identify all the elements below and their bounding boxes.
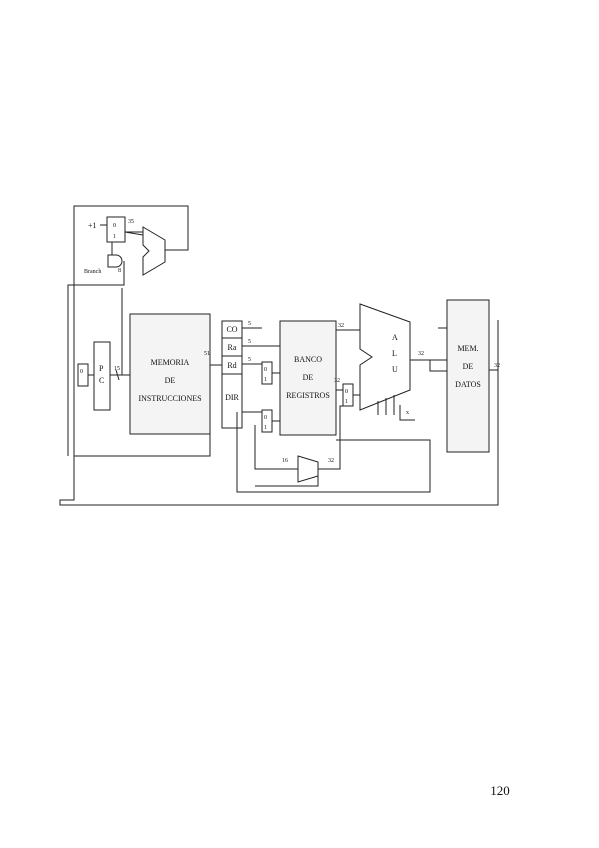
imem-bits-label: 51 bbox=[204, 351, 210, 357]
branch-wire bbox=[67, 261, 125, 456]
register-bank: BANCO DE REGISTROS 32 bbox=[279, 320, 360, 436]
alu-letter-a: A bbox=[392, 333, 398, 342]
ext-out-bits: 32 bbox=[328, 458, 334, 464]
field-co: CO bbox=[226, 325, 237, 334]
pc-feedback-loop bbox=[59, 205, 499, 506]
mem-out-bits: 32 bbox=[494, 363, 500, 369]
pc-letter-p: P bbox=[99, 364, 104, 373]
register-muxes: 0 1 0 1 bbox=[242, 361, 280, 433]
instruction-memory-box bbox=[129, 313, 211, 435]
imem-bottom-wire bbox=[74, 434, 211, 457]
alu-letter-l: L bbox=[392, 349, 397, 358]
imem-line3: INSTRUCCIONES bbox=[138, 394, 201, 403]
alu-flag-wire bbox=[399, 405, 415, 421]
rd-bits-label: 5 bbox=[248, 357, 251, 363]
mem-line2: DE bbox=[463, 362, 474, 371]
field-ra: Ra bbox=[228, 343, 237, 352]
alu-mux-1: 1 bbox=[345, 399, 348, 405]
imem-line1: MEMORIA bbox=[151, 358, 190, 367]
alu bbox=[359, 303, 411, 411]
pc-update-section: 0 1 +1 35 Branch 8 bbox=[59, 205, 499, 506]
pc-register bbox=[93, 341, 111, 411]
writeback-loop bbox=[236, 412, 431, 493]
branch-bits-label: 8 bbox=[118, 268, 121, 274]
dir-mux-0: 0 bbox=[264, 415, 267, 421]
rd-mux-1: 1 bbox=[264, 377, 267, 383]
alu-flag-label: x bbox=[406, 410, 409, 416]
dir-to-ext-wire bbox=[254, 425, 298, 470]
pc-bits-label: 15 bbox=[114, 366, 120, 372]
adder-bits-label: 35 bbox=[128, 219, 134, 225]
pc-input-mux bbox=[77, 363, 89, 387]
imem-line2: DE bbox=[165, 376, 176, 385]
ext-to-alu-wire bbox=[318, 405, 343, 470]
instruction-memory: MEMORIA DE INSTRUCCIONES 51 bbox=[74, 313, 222, 457]
pc-select-mux bbox=[106, 216, 126, 243]
alu-letter-u: U bbox=[392, 365, 398, 374]
instruction-fields: CO Ra Rd DIR 5 5 5 bbox=[221, 320, 280, 429]
data-memory-box bbox=[446, 299, 490, 453]
co-bits-label: 5 bbox=[248, 321, 251, 327]
alu-section: 0 1 32 A L U x 32 bbox=[334, 303, 447, 421]
register-bank-box bbox=[279, 320, 337, 436]
alu-mux-0: 0 bbox=[345, 389, 348, 395]
pc-adder bbox=[142, 226, 166, 276]
pc-letter-c: C bbox=[99, 376, 104, 385]
alu-mux-bits: 32 bbox=[334, 378, 340, 384]
pc-select-mux-in0: 0 bbox=[113, 223, 116, 229]
page-number: 120 bbox=[490, 783, 510, 798]
pc-input-mux-0: 0 bbox=[80, 369, 83, 375]
branch-and-gate bbox=[107, 254, 123, 268]
dir-mux-1: 1 bbox=[264, 425, 267, 431]
regs-line1: BANCO bbox=[294, 355, 322, 364]
pc-select-mux-in1: 1 bbox=[113, 234, 116, 240]
ra-bits-label: 5 bbox=[248, 339, 251, 345]
alu-out-bits: 32 bbox=[418, 351, 424, 357]
field-rd: Rd bbox=[227, 361, 236, 370]
mem-line3: DATOS bbox=[455, 380, 481, 389]
regs-line2: DE bbox=[303, 373, 314, 382]
regs-out-bits: 32 bbox=[338, 323, 344, 329]
sign-extender bbox=[297, 455, 319, 483]
regs-line3: REGISTROS bbox=[286, 391, 330, 400]
plus-one-label: +1 bbox=[88, 221, 97, 230]
branch-label: Branch bbox=[84, 269, 101, 275]
mem-line1: MEM. bbox=[457, 344, 478, 353]
rd-mux-0: 0 bbox=[264, 367, 267, 373]
field-dir: DIR bbox=[225, 393, 239, 402]
ext-in-bits: 16 bbox=[282, 458, 288, 464]
sign-extend-section: 16 32 bbox=[254, 405, 343, 487]
pc-bus-tick bbox=[115, 369, 120, 381]
alu-to-mem-wire bbox=[429, 360, 447, 372]
ext-bottom-wire bbox=[255, 476, 319, 487]
data-memory: MEM. DE DATOS 32 bbox=[236, 299, 500, 493]
pc-section: 0 P C 15 bbox=[77, 288, 130, 411]
